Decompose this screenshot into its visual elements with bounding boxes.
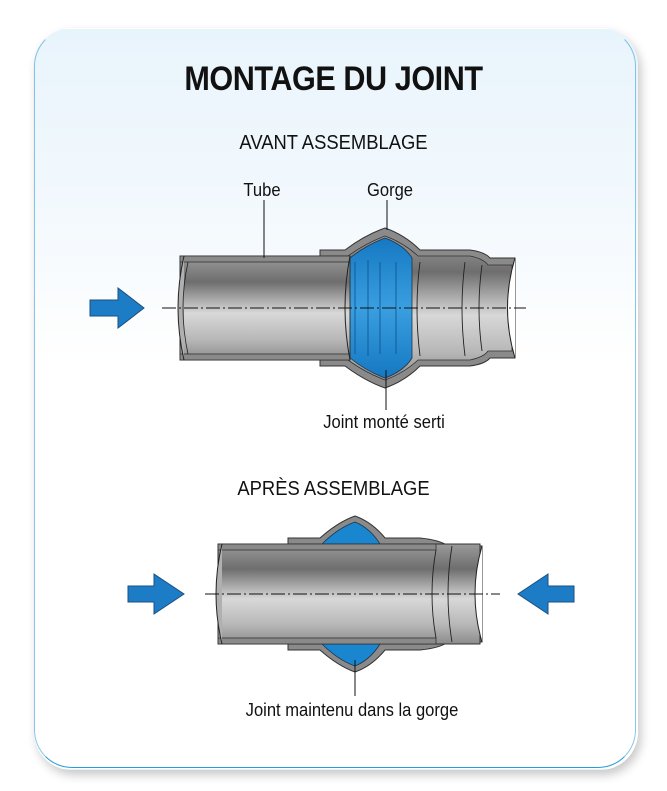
arrow-left-icon <box>517 573 575 615</box>
seal-joint <box>349 237 413 379</box>
section-heading-before: AVANT ASSEMBLAGE <box>239 132 428 154</box>
seal-joint <box>321 521 381 545</box>
page-title: MONTAGE DU JOINT <box>184 60 483 98</box>
label-tube: Tube <box>243 180 281 200</box>
section-heading-after: APRÈS ASSEMBLAGE <box>237 478 430 500</box>
label-gorge: Gorge <box>366 180 414 200</box>
label-joint-maintenu: Joint maintenu dans la gorge <box>245 700 459 720</box>
label-joint-serti: Joint monté serti <box>323 412 445 432</box>
arrow-right-icon <box>89 286 145 330</box>
diagram-after <box>127 515 575 696</box>
diagram-before <box>89 200 526 410</box>
arrow-right-icon <box>127 573 185 615</box>
